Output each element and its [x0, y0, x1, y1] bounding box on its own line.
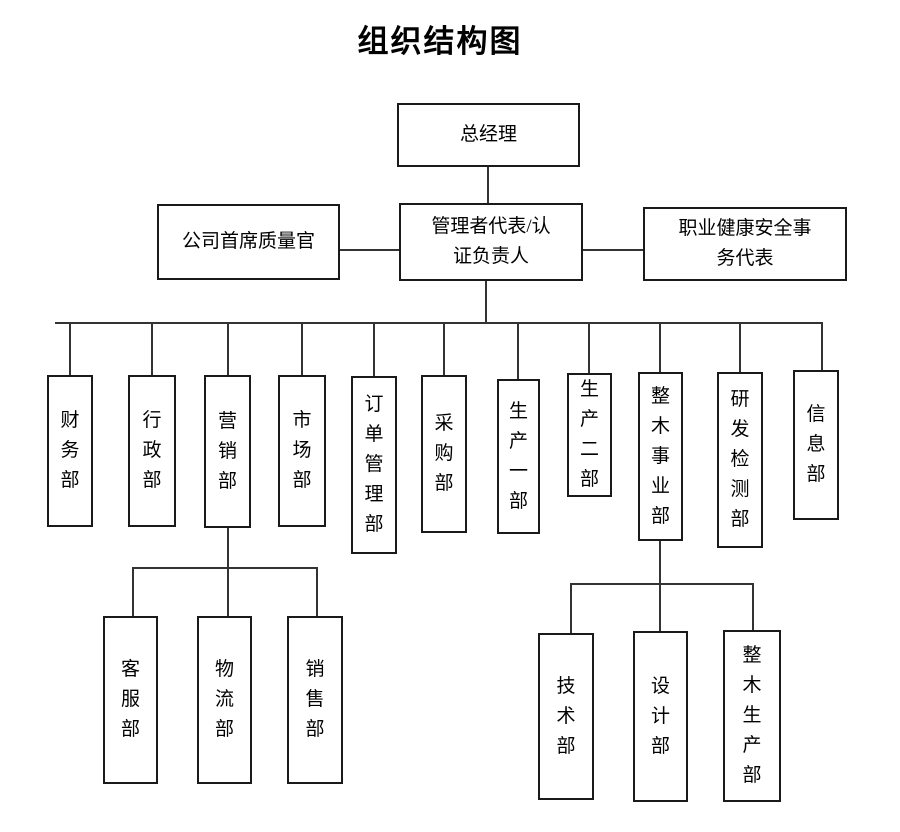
node-dept-purchasing: 采购部 — [421, 375, 467, 533]
node-dept-sales-label: 销售部 — [305, 659, 325, 740]
node-dept-sales: 销售部 — [287, 616, 343, 784]
node-dept-order-management-label: 订单管理部 — [364, 394, 384, 535]
node-dept-production-1-label: 生产一部 — [508, 400, 528, 512]
node-dept-design: 设计部 — [633, 631, 688, 802]
chart-title: 组织结构图 — [357, 24, 523, 59]
node-dept-wholewood-division: 整木事业部 — [638, 372, 683, 541]
node-dept-technical: 技术部 — [538, 633, 594, 800]
node-management-representative: 管理者代表/认 证负责人 — [399, 203, 583, 281]
node-general-manager-label: 总经理 — [459, 124, 517, 145]
node-dept-finance-label: 财务部 — [60, 410, 80, 491]
node-dept-market: 市场部 — [278, 375, 326, 527]
node-ohs-representative: 职业健康安全事 务代表 — [643, 207, 847, 281]
node-dept-logistics-label: 物流部 — [214, 659, 234, 740]
node-dept-production-2: 生产二部 — [567, 373, 612, 497]
node-dept-rd-testing-label: 研发检测部 — [730, 389, 750, 530]
node-dept-information: 信息部 — [793, 370, 839, 520]
node-dept-wholewood-production-label: 整木生产部 — [742, 645, 762, 786]
node-dept-marketing-label: 营销部 — [217, 410, 237, 492]
node-dept-purchasing-label: 采购部 — [434, 413, 454, 494]
node-dept-administration-label: 行政部 — [142, 410, 162, 491]
node-dept-production-2-label: 生产二部 — [579, 379, 599, 490]
node-dept-wholewood-division-label: 整木事业部 — [650, 385, 670, 527]
node-dept-finance: 财务部 — [47, 375, 93, 527]
node-dept-information-label: 信息部 — [806, 404, 826, 485]
node-management-representative-label: 管理者代表/认 证负责人 — [431, 216, 551, 267]
node-dept-technical-label: 技术部 — [556, 675, 576, 757]
node-dept-wholewood-production: 整木生产部 — [723, 630, 781, 802]
node-dept-rd-testing: 研发检测部 — [717, 372, 763, 548]
node-dept-market-label: 市场部 — [292, 410, 312, 491]
node-chief-quality-officer-label: 公司首席质量官 — [181, 231, 315, 252]
node-ohs-representative-label: 职业健康安全事 务代表 — [678, 218, 812, 269]
node-dept-customer-service: 客服部 — [103, 616, 158, 784]
node-dept-logistics: 物流部 — [197, 616, 252, 784]
node-dept-order-management: 订单管理部 — [351, 376, 397, 554]
node-dept-design-label: 设计部 — [650, 675, 670, 757]
node-general-manager: 总经理 — [397, 103, 580, 167]
node-dept-administration: 行政部 — [128, 375, 176, 527]
node-chief-quality-officer: 公司首席质量官 — [157, 204, 340, 280]
node-dept-production-1: 生产一部 — [497, 379, 540, 534]
node-dept-customer-service-label: 客服部 — [120, 659, 140, 740]
node-dept-marketing: 营销部 — [204, 375, 251, 528]
